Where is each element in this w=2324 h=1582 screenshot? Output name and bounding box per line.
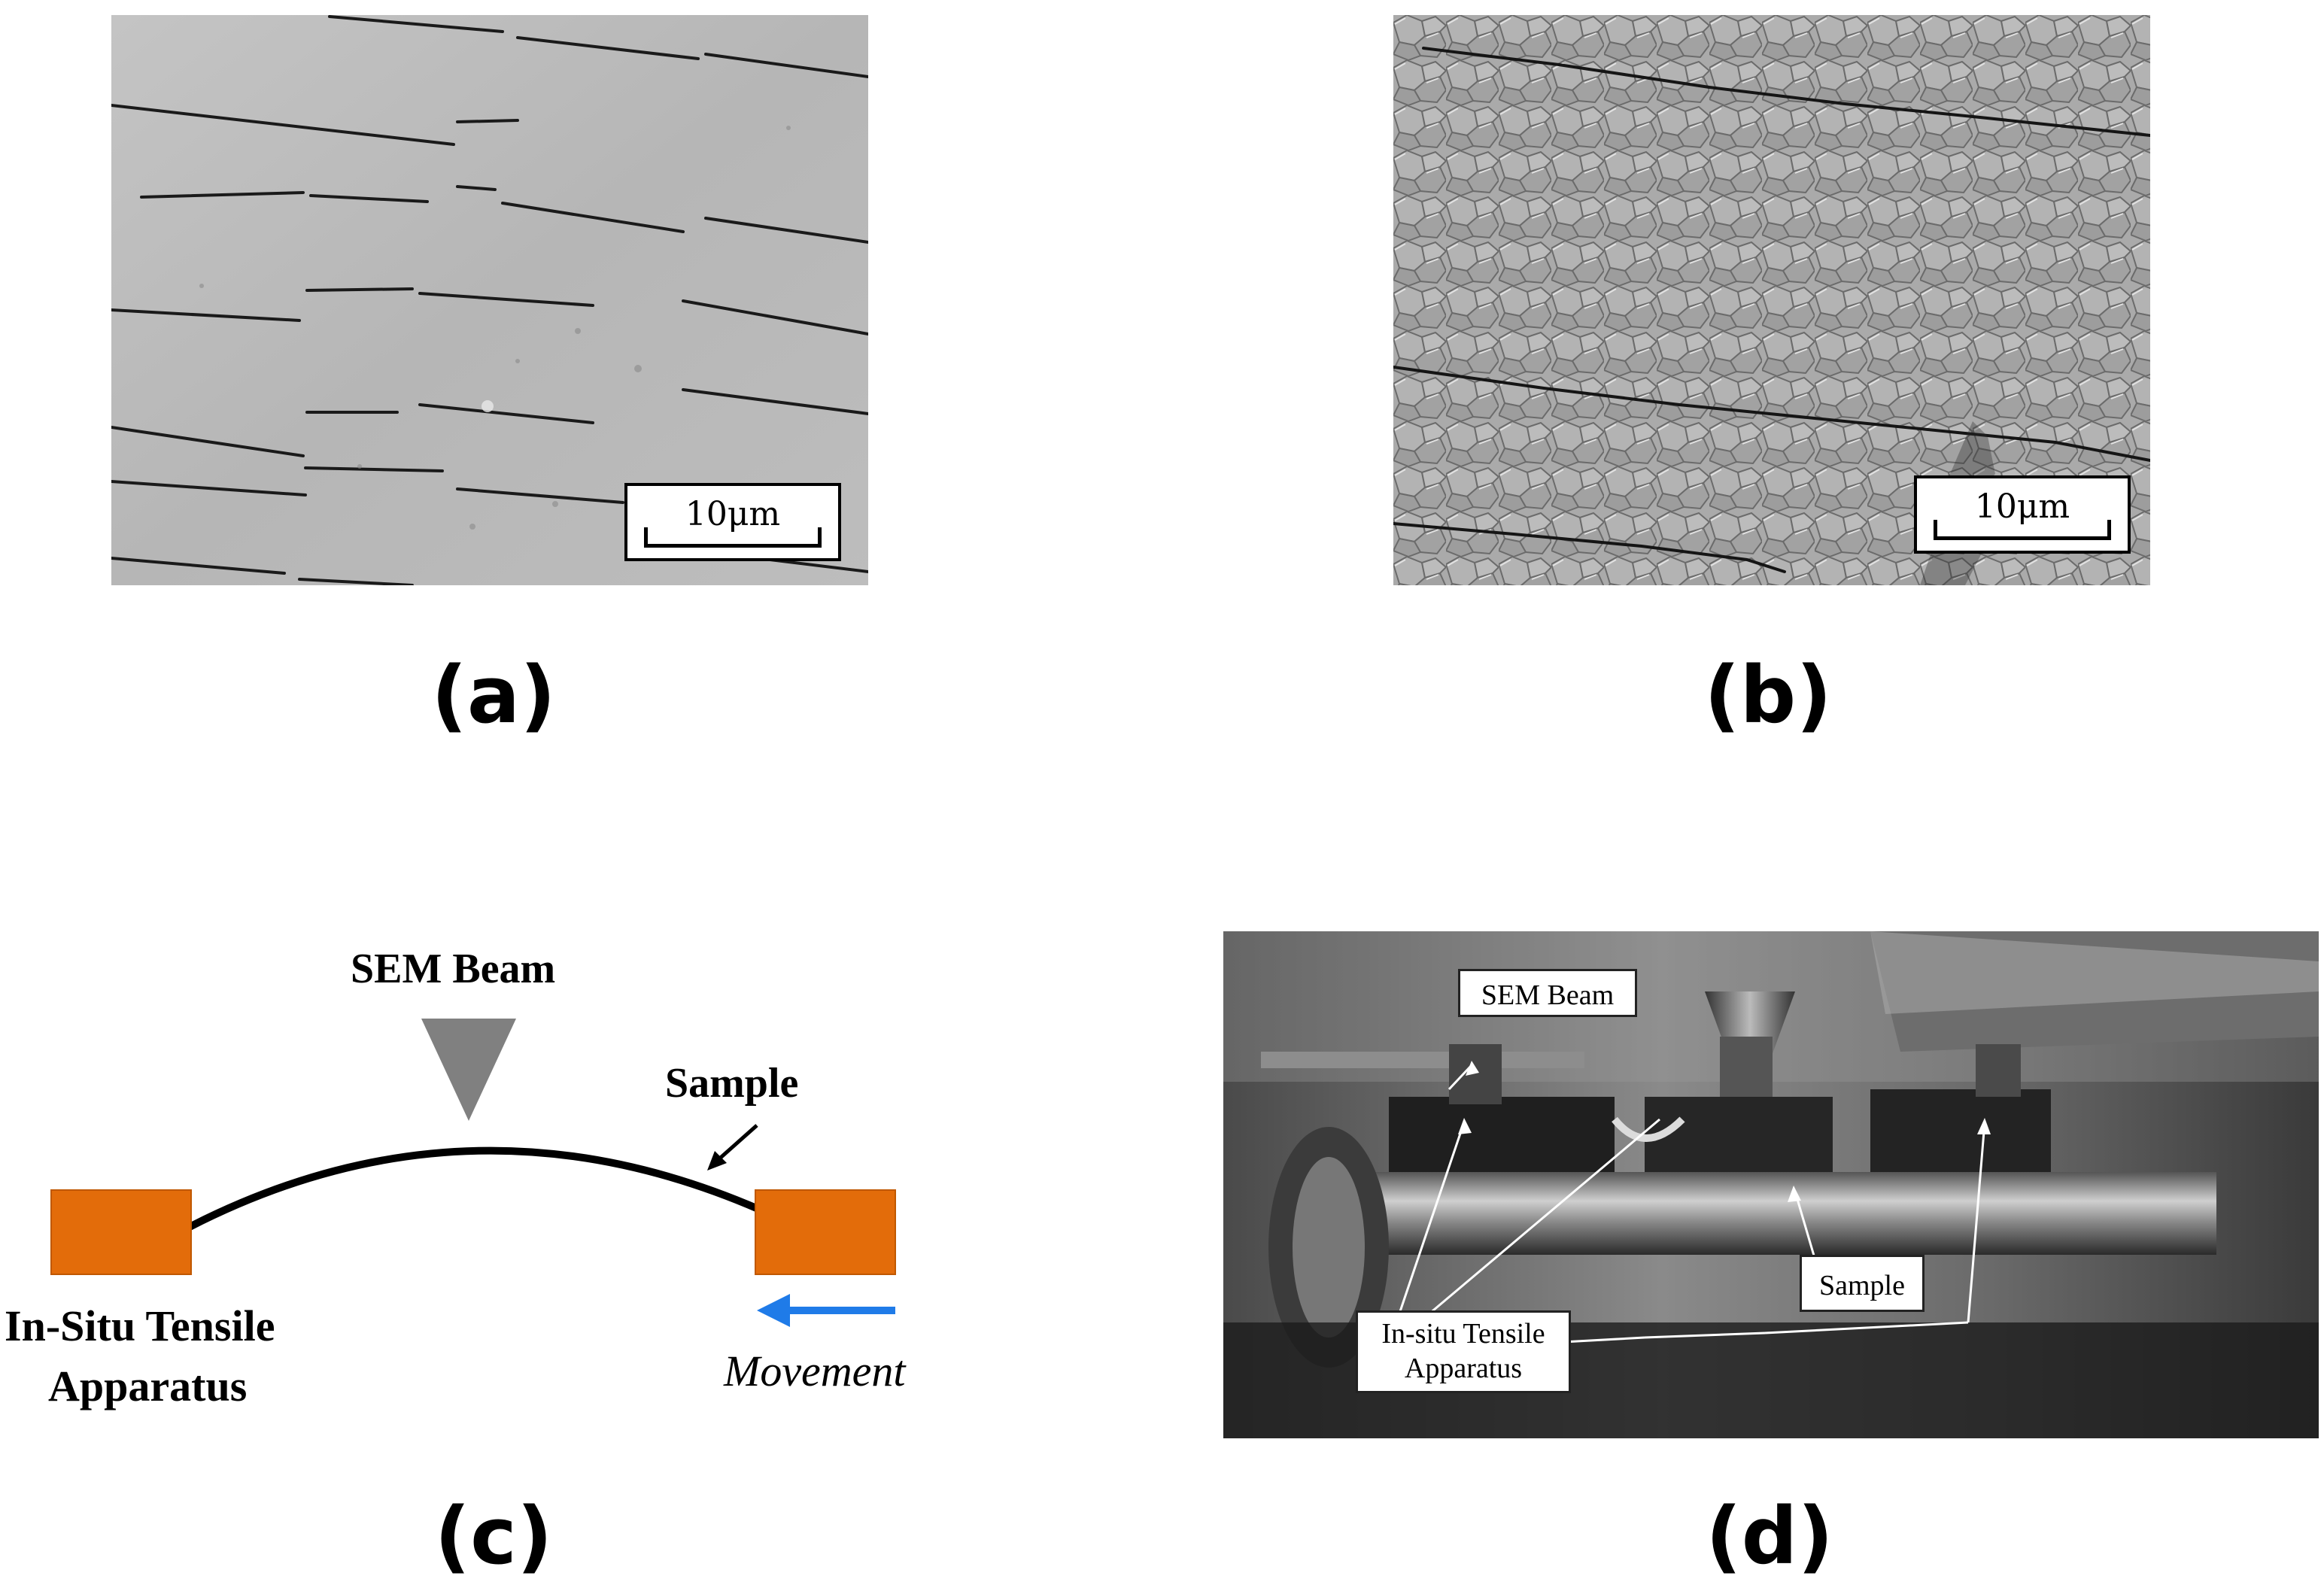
sem-beam-label-d: SEM Beam	[1458, 969, 1637, 1017]
scale-bar-a: 10μm	[624, 483, 841, 561]
sample-pointer	[715, 1124, 758, 1163]
apparatus-label-c-line2: Apparatus	[48, 1362, 248, 1410]
scale-bar-line-b	[1934, 520, 2111, 540]
apparatus-photo-d: SEM Beam Sample In-situ Tensile Apparatu…	[1223, 931, 2319, 1438]
panel-label-c: (c)	[434, 1490, 553, 1582]
apparatus-label-d-line2: Apparatus	[1404, 1352, 1523, 1384]
sample-label-d: Sample	[1800, 1255, 1925, 1312]
panel-label-d: (d)	[1706, 1490, 1833, 1582]
crack-pattern-a	[111, 15, 868, 585]
apparatus-label-d-line1: In-situ Tensile	[1381, 1318, 1545, 1350]
sem-beam-label-c: SEM Beam	[351, 946, 556, 992]
sem-beam-triangle	[421, 1019, 516, 1121]
right-clamp	[755, 1189, 896, 1275]
sem-micrograph-b: 10μm	[1393, 15, 2150, 585]
movement-label-c: Movement	[724, 1347, 906, 1395]
sample-label-c: Sample	[665, 1060, 799, 1107]
panel-label-b: (b)	[1704, 649, 1832, 741]
scale-bar-b: 10μm	[1914, 475, 2131, 554]
movement-arrow-head	[757, 1294, 790, 1327]
sample-pointer-head	[707, 1151, 727, 1171]
sem-micrograph-a: 10μm	[111, 15, 868, 585]
scale-bar-label-a: 10μm	[685, 495, 781, 533]
scale-bar-label-b: 10μm	[1974, 487, 2070, 526]
bending-schematic	[50, 1019, 896, 1327]
apparatus-label-d: In-situ Tensile Apparatus	[1356, 1310, 1571, 1393]
panel-label-a: (a)	[431, 649, 556, 741]
left-clamp	[50, 1189, 192, 1275]
scale-bar-line-a	[644, 527, 822, 548]
sample-arc	[186, 1146, 761, 1231]
apparatus-label-c-line1: In-Situ Tensile	[5, 1301, 275, 1350]
